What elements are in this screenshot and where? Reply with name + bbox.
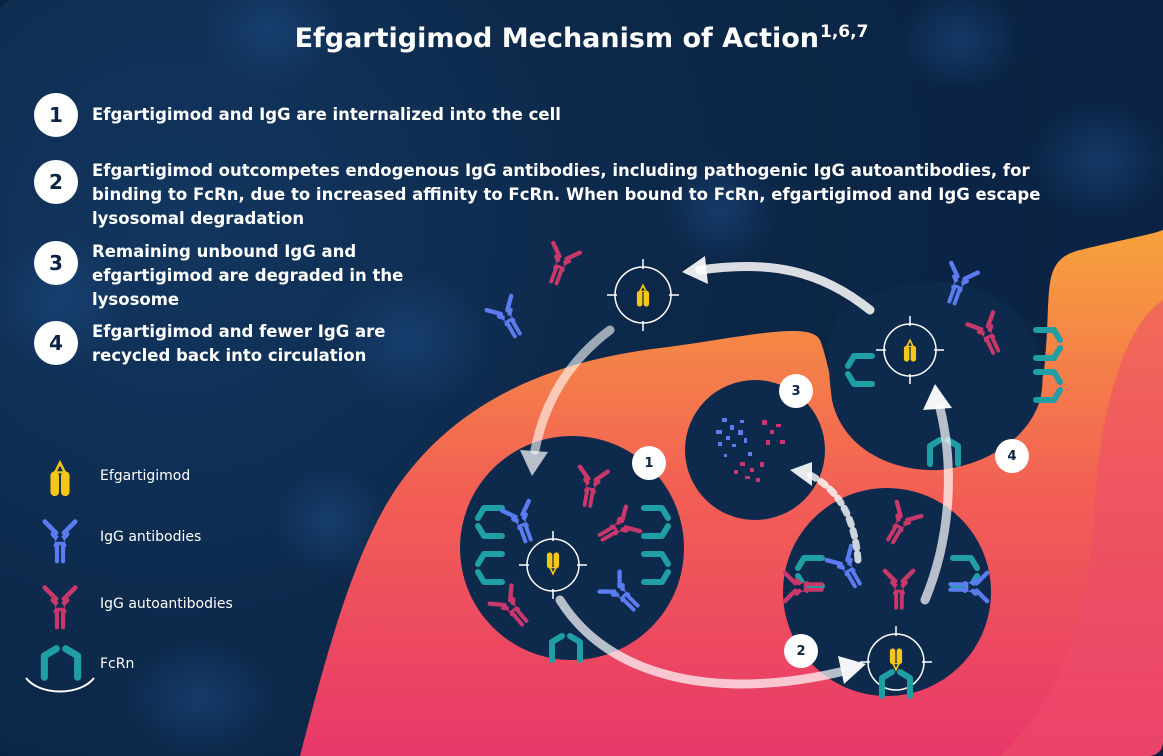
endosome-2 (783, 488, 991, 696)
step-number: 4 (34, 321, 78, 365)
step-4: 4 Efgartigimod and fewer IgG are recycle… (34, 321, 392, 368)
step-2: 2 Efgartigimod outcompetes endogenous Ig… (34, 160, 1092, 231)
diagram-badge-3: 3 (779, 374, 813, 408)
legend-icons (25, 459, 95, 693)
cell-inner-shade (1000, 300, 1163, 756)
diagram-badge-2: 2 (784, 634, 818, 668)
step-text: Efgartigimod outcompetes endogenous IgG … (92, 161, 1041, 228)
diagram-badge-1: 1 (632, 446, 666, 480)
endosome-1-contents (485, 463, 650, 636)
step-text: Remaining unbound IgG and efgartigimod a… (92, 242, 404, 309)
legend-label-igg-antibodies: IgG antibodies (100, 529, 202, 545)
efgartigimod-icon (50, 459, 70, 497)
lysosome-fragments (716, 418, 785, 482)
cycle-arrows (520, 256, 953, 689)
step-3: 3 Remaining unbound IgG and efgartigimod… (34, 241, 472, 312)
title-references: 1,6,7 (820, 22, 869, 42)
lysosome (685, 380, 825, 520)
title-text: Efgartigimod Mechanism of Action (294, 23, 820, 54)
step-1: 1 Efgartigimod and IgG are internalized … (34, 93, 1092, 137)
extracellular-molecules (482, 239, 1060, 400)
igg-antibody-icon (41, 518, 79, 564)
step-text: Efgartigimod and fewer IgG are recycled … (92, 322, 386, 365)
diagram-badge-4: 4 (995, 439, 1029, 473)
recycling-vesicle-contents (848, 316, 958, 464)
step-number: 1 (34, 93, 78, 137)
fcrn-icon (25, 649, 95, 693)
legend-label-efgartigimod: Efgartigimod (100, 468, 191, 484)
page-title: Efgartigimod Mechanism of Action1,6,7 (0, 22, 1163, 54)
step-text: Efgartigimod and IgG are internalized in… (92, 105, 561, 124)
step-number: 3 (34, 241, 78, 285)
endosome-2-contents (781, 497, 991, 696)
legend-label-fcrn: FcRn (100, 656, 135, 672)
legend-label-igg-autoantibodies: IgG autoantibodies (100, 596, 233, 612)
igg-autoantibody-icon (41, 584, 79, 630)
step-number: 2 (34, 160, 78, 204)
